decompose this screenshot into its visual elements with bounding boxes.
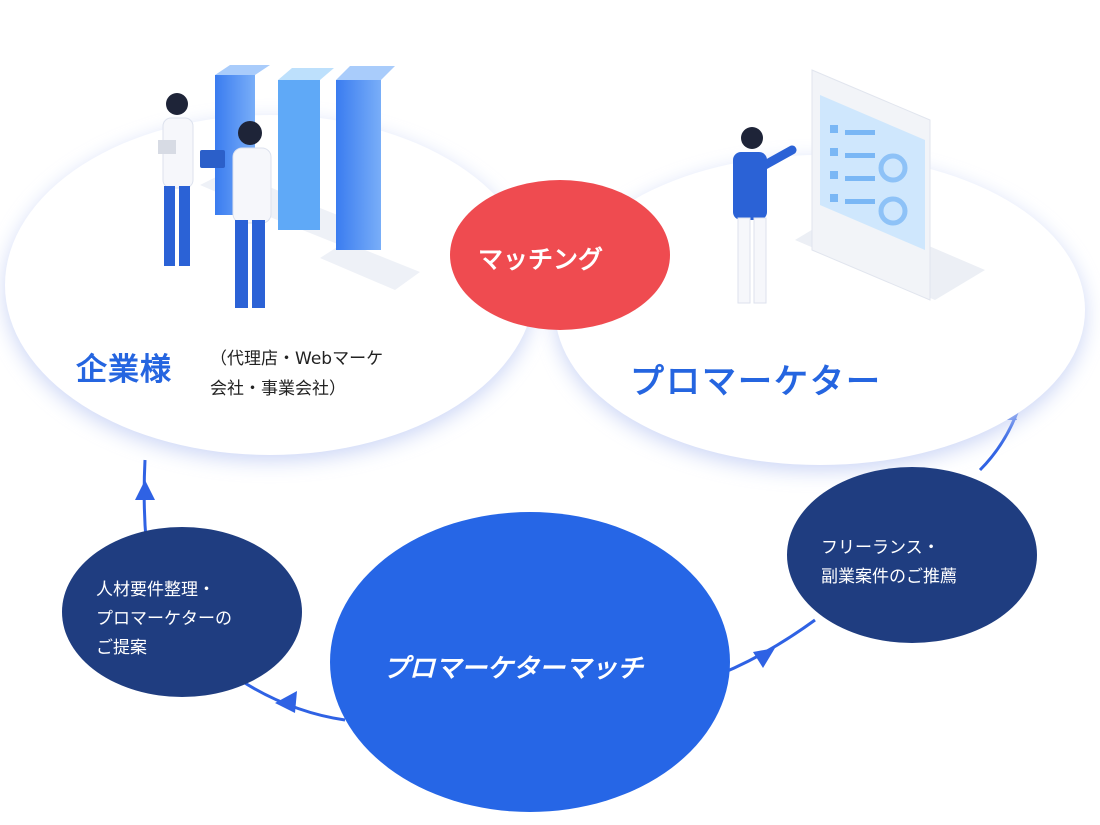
step-left-line3: ご提案 [96,638,147,658]
arrow-up-left-icon [135,480,155,500]
matching-label: マッチング [478,245,604,274]
person-pointing [733,127,797,304]
pro-marketer-illustration [733,69,985,304]
step-left-ellipse [62,527,302,697]
client-title: 企業様 [76,352,172,388]
step-left-line2: プロマーケターの [96,609,232,629]
step-left-text: 人材要件整理・ プロマーケターの ご提案 [96,576,232,663]
client-ellipse [5,115,535,455]
pro-ellipse [555,155,1085,465]
client-subtitle-line2: 会社・事業会社） [210,379,346,399]
service-ellipse [330,512,730,812]
bar-column-3 [320,66,420,290]
client-subtitle-line1: （代理店・Webマーケ [210,349,384,369]
step-right-ellipse [787,467,1037,643]
matching-ellipse [450,180,670,330]
step-left-line1: 人材要件整理・ [96,580,215,600]
arrow-left-icon [275,691,297,713]
service-name: プロマーケターマッチ [383,654,644,684]
pro-title: プロマーケター [630,362,882,402]
client-subtitle: （代理店・Webマーケ 会社・事業会社） [210,344,383,404]
step-right-line1: フリーランス・ [821,538,940,558]
step-right-text: フリーランス・ 副業案件のご推薦 [821,534,957,592]
business-people-illustration [158,65,420,308]
arrow-right-icon [753,648,775,668]
person-woman [158,93,194,266]
person-man [200,121,272,308]
step-right-line2: 副業案件のご推薦 [821,567,957,587]
